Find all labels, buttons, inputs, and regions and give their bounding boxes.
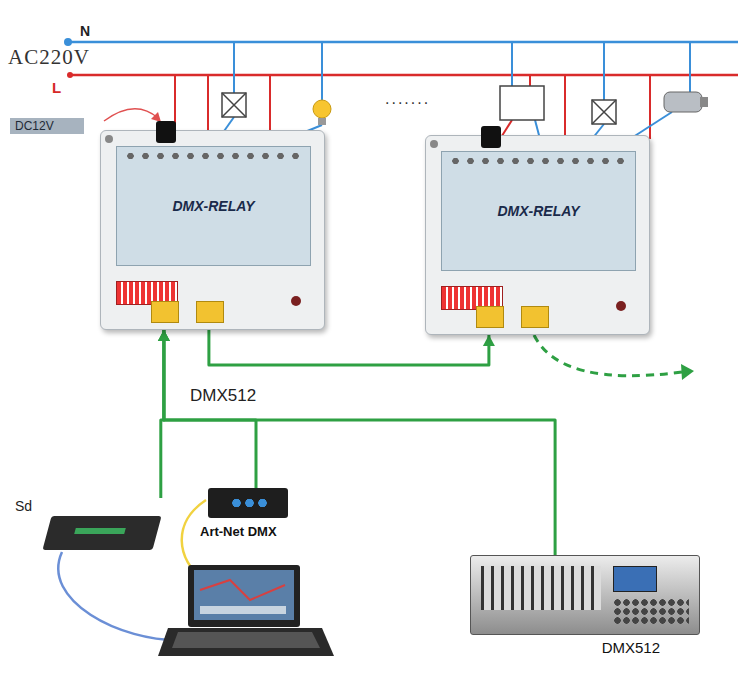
label-holder: AC220V [8,45,90,70]
dmx-port [521,306,549,328]
neutral-wire [511,42,513,86]
live-wire [269,75,271,134]
label-holder: DC12V [10,116,84,134]
neutral-wire [233,42,235,93]
live-dot [67,72,73,78]
terminal-row [448,155,630,167]
ellipsis-label: ....... [385,90,430,108]
live-wire [564,75,566,139]
device-node: Art-Net DMX [200,488,312,550]
laptop-base [158,628,334,656]
live-wire [649,75,651,139]
bulb [313,100,331,118]
laptop-screen-frame [188,565,300,627]
live-wire [207,75,209,134]
neutral-line [68,41,738,44]
right-load-wiring [500,42,708,139]
dmx-cable [209,330,495,365]
lamp-cross [592,100,616,124]
arrowhead [158,330,170,341]
module-title: DMX-RELAY [497,203,579,219]
power-label: DC12V [10,118,84,134]
left-load-wiring [175,42,331,134]
terminal-row [123,150,305,162]
load-box [500,86,544,120]
dmx-cable [158,330,555,555]
dmx-port [476,306,504,328]
relay-module: DMX-RELAY [425,135,650,335]
signal-label: DMX512 [190,386,256,406]
screen-graph [200,580,285,600]
console-faders [481,566,601,610]
bulb-base [318,118,326,125]
neutral-dot [64,38,72,46]
dmx-port [151,301,179,323]
voltage-label: AC220V [8,45,90,70]
neutral-wire [321,42,323,100]
line-label: L [52,79,61,96]
screen-bar [200,606,286,614]
controller-stripe [74,528,126,534]
label-holder: ....... [385,90,430,108]
laptop [158,565,334,656]
front-panel: DMX-RELAY [116,146,311,266]
device-label: Art-Net DMX [200,524,312,539]
live-wire [529,75,531,86]
label-holder: DMX512 [190,386,256,406]
device-label: Sd [15,498,177,514]
arrowhead [158,330,170,341]
power-arrow [104,109,158,121]
arrowhead [158,330,170,341]
dc-jack [156,121,176,143]
lighting-console [470,555,700,635]
motor [664,92,702,112]
neutral-wire [689,42,691,92]
label-holder: N [80,22,90,40]
mount-hole [291,296,301,306]
artnet-buttons [230,498,270,508]
console-keys [613,598,689,626]
device-label: DMX512 [602,639,660,656]
module-title: DMX-RELAY [172,198,254,214]
mount-hole [616,301,626,311]
arrowhead [483,335,495,346]
mount-hole [430,140,438,148]
dmx-cable [158,330,256,488]
device-node: Sd [15,498,177,560]
dc-jack [481,126,501,148]
usb-cable [58,552,182,640]
dmx-continuation [534,335,682,376]
laptop-screen [194,570,294,620]
motor-shaft [700,97,708,107]
lamp-cross [222,93,246,117]
live-line [70,74,738,77]
lamp-symbol [592,100,616,124]
line-label: N [80,23,90,39]
dmx-cable-line [164,330,555,555]
console-screen [613,566,657,592]
mount-hole [105,135,113,143]
lamp-symbol [222,93,246,117]
relay-module: DMX-RELAY [100,130,325,330]
device-node: DMX512 [470,555,700,665]
laptop-keyboard [172,632,320,648]
dmx-continuation-head [681,364,694,380]
dmx-port [196,301,224,323]
front-panel: DMX-RELAY [441,151,636,271]
neutral-wire [603,42,605,100]
label-holder: L [52,79,61,97]
dmx-cable-line [209,330,489,365]
